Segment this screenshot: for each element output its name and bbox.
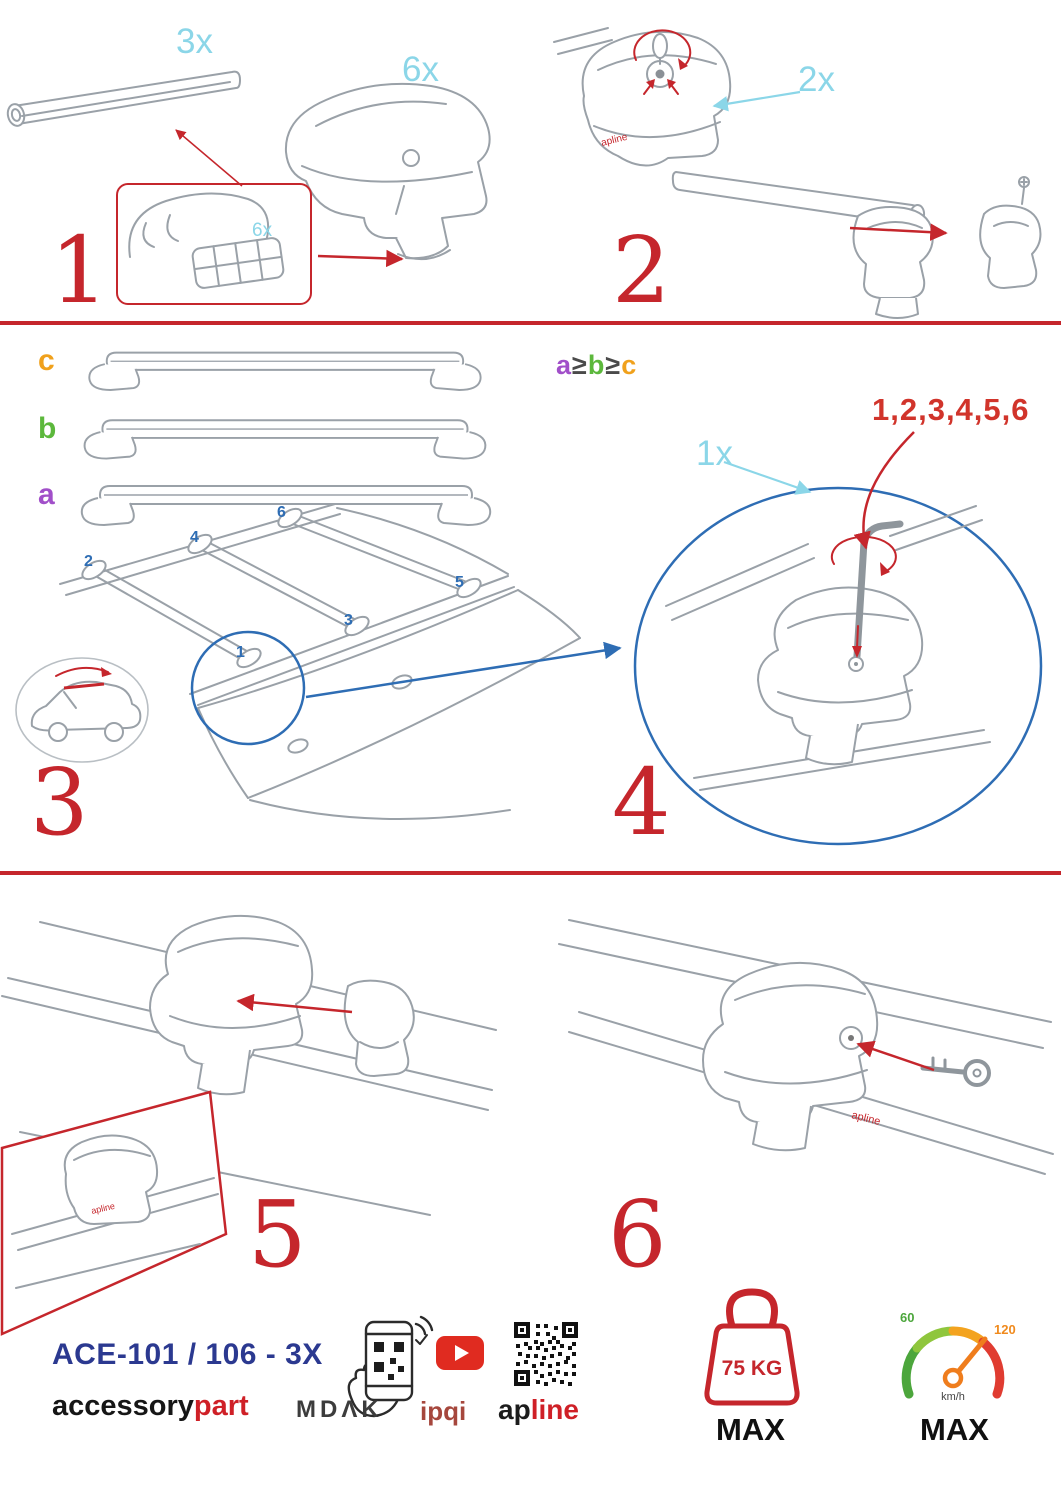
clamp-attach-illustration bbox=[1, 914, 497, 1216]
key-icon bbox=[920, 1056, 991, 1087]
qr-code bbox=[514, 1322, 578, 1386]
crossbar-c-illustration bbox=[88, 351, 482, 391]
step-3-number: 3 bbox=[30, 749, 89, 856]
bar-label-a: a bbox=[38, 478, 55, 511]
weight-value: 75 KG bbox=[722, 1357, 783, 1380]
mounted-foot-panel: apline bbox=[0, 1090, 228, 1336]
tightening-detail-illustration bbox=[633, 486, 1043, 846]
position-label-2: 2 bbox=[84, 553, 93, 570]
rule-ge-2: ≥ bbox=[605, 350, 622, 380]
position-1-highlight-circle bbox=[190, 630, 306, 746]
crossbar-tube-illustration bbox=[6, 70, 241, 127]
car-direction-inset bbox=[15, 657, 149, 763]
roof-bar-mark bbox=[63, 682, 105, 690]
step-4-number: 4 bbox=[612, 749, 671, 856]
pad-detail-inset: 6x bbox=[116, 183, 312, 305]
screw-icon bbox=[1018, 176, 1030, 188]
rule-b: b bbox=[587, 350, 606, 380]
rule-a: a bbox=[556, 350, 573, 380]
rule-ge-1: ≥ bbox=[572, 350, 588, 380]
position-label-1: 1 bbox=[236, 644, 245, 661]
endcap-part bbox=[979, 204, 1042, 289]
partner-apline: apline bbox=[498, 1396, 579, 1424]
speed-unit-label: km/h bbox=[941, 1391, 965, 1403]
step-5-number: 5 bbox=[248, 1181, 307, 1288]
position-label-4: 4 bbox=[190, 529, 199, 546]
brand-on-foot: apline bbox=[850, 1109, 881, 1128]
step-2-number: 2 bbox=[612, 217, 671, 324]
size-rule: a≥b≥c bbox=[556, 352, 637, 379]
weight-max-label: MAX bbox=[716, 1412, 785, 1447]
scan-phone-icon bbox=[347, 1315, 434, 1418]
speed-max-label: MAX bbox=[920, 1412, 989, 1447]
model-code: ACE-101 / 106 - 3X bbox=[52, 1338, 323, 1371]
position-label-6: 6 bbox=[277, 504, 286, 521]
step-1-bar-quantity: 3x bbox=[176, 22, 213, 61]
rotate-key-arrow bbox=[633, 29, 692, 65]
brand-black: accessory bbox=[52, 1390, 194, 1422]
pad-detail-sketch bbox=[128, 192, 285, 289]
step-1-foot-quantity: 6x bbox=[402, 50, 439, 89]
section-divider-1 bbox=[0, 321, 1061, 325]
brand-wordmark: accessorypart bbox=[52, 1392, 249, 1421]
rule-c: c bbox=[621, 350, 638, 380]
position-label-3: 3 bbox=[344, 612, 353, 629]
speed-low-label: 60 bbox=[900, 1310, 914, 1325]
lock-icon bbox=[839, 1026, 863, 1050]
step-2-key-quantity: 2x bbox=[798, 60, 835, 99]
bar-label-b: b bbox=[38, 412, 57, 445]
phone-qr-code bbox=[374, 1342, 404, 1380]
inset-pad-quantity: 6x bbox=[252, 220, 273, 241]
bar-label-c: c bbox=[38, 344, 55, 377]
lock-key-illustration: apline bbox=[558, 919, 1054, 1175]
crossbar-b-illustration bbox=[83, 419, 487, 460]
foot-clamp-illustration bbox=[284, 82, 491, 261]
foot-lock-illustration: apline bbox=[553, 27, 732, 167]
partner-ipqi: ipqi bbox=[420, 1396, 467, 1426]
brand-red: part bbox=[193, 1390, 249, 1422]
weight-limit-icon: 75 KG bbox=[704, 1288, 800, 1406]
position-label-5: 5 bbox=[455, 574, 464, 591]
partner-mdak: MDΛK bbox=[296, 1396, 383, 1423]
clamp-part bbox=[343, 979, 415, 1077]
play-icon bbox=[454, 1345, 469, 1361]
step-1-number: 1 bbox=[50, 217, 109, 324]
bar-endcap-illustration bbox=[671, 171, 1042, 319]
tightening-sequence: 1,2,3,4,5,6 bbox=[872, 392, 1030, 427]
apline-red: line bbox=[530, 1394, 579, 1425]
key-icon bbox=[652, 33, 668, 59]
youtube-icon bbox=[436, 1336, 484, 1370]
speedometer-icon: 60 120 km/h bbox=[900, 1310, 1016, 1403]
apline-black: ap bbox=[498, 1394, 531, 1425]
step-4-tool-quantity: 1x bbox=[696, 434, 733, 473]
step-6-number: 6 bbox=[608, 1181, 667, 1288]
speed-high-label: 120 bbox=[994, 1322, 1016, 1337]
section-divider-2 bbox=[0, 871, 1061, 875]
